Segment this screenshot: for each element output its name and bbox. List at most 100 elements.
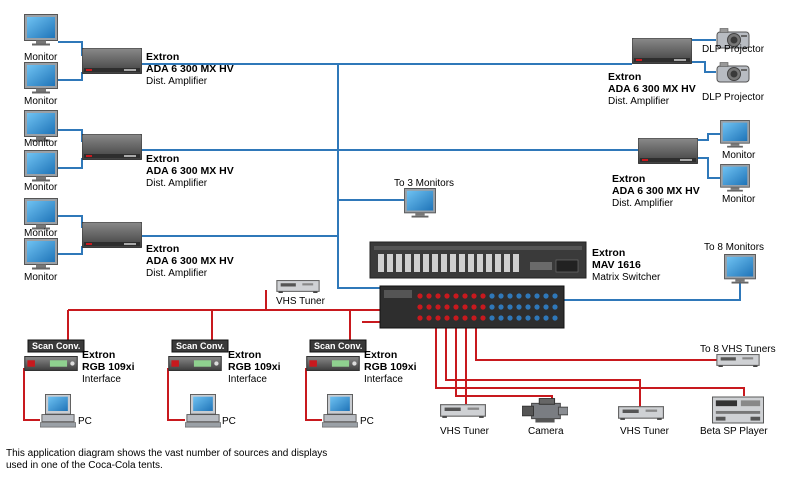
bnc-connector — [516, 293, 522, 299]
ada-model: ADA 6 300 MX HV — [146, 63, 234, 75]
ada-type: Dist. Amplifier — [612, 198, 674, 209]
scan-conv-label: Scan Conv. — [176, 341, 224, 351]
left-amp-group-2: Monitor Monitor Extron ADA 6 300 MX HV D… — [24, 110, 234, 193]
matrix-button — [387, 254, 393, 272]
camera-label: Camera — [528, 426, 564, 437]
vhs-tuner-label: VHS Tuner — [620, 426, 670, 437]
ada-brand: Extron — [146, 243, 179, 255]
monitor-icon — [24, 238, 58, 270]
rgb-interface-icon — [24, 356, 78, 371]
matrix-button — [450, 254, 456, 272]
bnc-connector — [507, 304, 513, 310]
monitor-icon — [720, 120, 750, 148]
monitor-label: Monitor — [24, 228, 58, 239]
bnc-connector — [480, 315, 486, 321]
pc-icon — [40, 394, 76, 428]
interface-group-3: Scan Conv. Extron RGB 109xi Interface PC — [306, 339, 417, 428]
bnc-connector — [462, 304, 468, 310]
left-amp-group-1: Monitor Monitor Extron ADA 6 300 MX HV D… — [24, 14, 234, 107]
matrix-button — [432, 254, 438, 272]
caption-line-2: used in one of the Coca-Cola tents. — [6, 460, 163, 471]
bnc-connector — [453, 304, 459, 310]
pc-label: PC — [78, 416, 92, 427]
bnc-connector — [489, 304, 495, 310]
bnc-connector — [480, 304, 486, 310]
bnc-connector — [453, 315, 459, 321]
dlp-projector-label: DLP Projector — [702, 44, 765, 55]
bnc-connector — [516, 304, 522, 310]
caption: This application diagram shows the vast … — [6, 448, 366, 472]
caption-line-1: This application diagram shows the vast … — [6, 448, 328, 459]
bnc-connector — [462, 293, 468, 299]
bnc-connector — [507, 315, 513, 321]
distribution-amplifier-icon — [638, 138, 698, 164]
vhs-tuner-label: VHS Tuner — [276, 296, 326, 307]
rgb-model: RGB 109xi — [228, 361, 281, 373]
vhs-tuner-icon — [716, 354, 760, 367]
ada-type: Dist. Amplifier — [146, 268, 208, 279]
interface-group-2: Scan Conv. Extron RGB 109xi Interface PC — [168, 339, 281, 428]
interface-group-1: Scan Conv. Extron RGB 109xi Interface PC — [24, 339, 135, 428]
ada-type: Dist. Amplifier — [146, 76, 208, 87]
pc-label: PC — [360, 416, 374, 427]
bnc-connector — [498, 304, 504, 310]
pc-label: PC — [222, 416, 236, 427]
rgb-interface-icon — [168, 356, 222, 371]
right-amp-group-monitors: Monitor Monitor Extron ADA 6 300 MX HV D… — [612, 120, 756, 209]
monitor-icon — [404, 188, 436, 218]
bnc-connector — [552, 293, 558, 299]
monitor-icon — [24, 150, 58, 182]
scan-conv-label: Scan Conv. — [32, 341, 80, 351]
bnc-connector — [489, 293, 495, 299]
bnc-connector — [534, 293, 540, 299]
pc-icon — [185, 394, 221, 428]
bnc-connector — [417, 315, 423, 321]
monitor-label: Monitor — [24, 52, 58, 63]
matrix-button — [477, 254, 483, 272]
monitor-label: Monitor — [722, 194, 756, 205]
ada-model: ADA 6 300 MX HV — [612, 185, 700, 197]
blue-cables — [58, 39, 741, 301]
matrix-connector-grid — [417, 293, 558, 321]
mav-model: MAV 1616 — [592, 259, 641, 271]
rgb-type: Interface — [228, 374, 267, 385]
bnc-connector — [498, 293, 504, 299]
bnc-connector — [417, 304, 423, 310]
mav-brand: Extron — [592, 247, 625, 259]
monitor-label: Monitor — [722, 150, 756, 161]
to-3-monitors-group: To 3 Monitors — [394, 178, 454, 218]
vhs-tuner-label: VHS Tuner — [440, 426, 490, 437]
bnc-connector — [426, 293, 432, 299]
rgb-model: RGB 109xi — [364, 361, 417, 373]
bnc-connector — [480, 293, 486, 299]
beta-sp-player-label: Beta SP Player — [700, 426, 768, 437]
distribution-amplifier-icon — [82, 48, 142, 74]
vhs-tuner-icon — [276, 280, 320, 293]
pc-icon — [322, 394, 358, 428]
to-8-vhs-tuners-label: To 8 VHS Tuners — [700, 344, 776, 355]
rgb-type: Interface — [364, 374, 403, 385]
bnc-connector — [471, 315, 477, 321]
dlp-projector-label: DLP Projector — [702, 92, 765, 103]
bnc-connector — [525, 315, 531, 321]
distribution-amplifier-icon — [632, 38, 692, 64]
rgb-brand: Extron — [228, 349, 261, 361]
bnc-connector — [489, 315, 495, 321]
monitor-icon — [24, 62, 58, 94]
rgb-type: Interface — [82, 374, 121, 385]
ada-model: ADA 6 300 MX HV — [146, 165, 234, 177]
bnc-connector — [426, 315, 432, 321]
distribution-amplifier-icon — [82, 134, 142, 160]
matrix-button — [378, 254, 384, 272]
bnc-connector — [426, 304, 432, 310]
monitor-label: Monitor — [24, 272, 58, 283]
ada-type: Dist. Amplifier — [146, 178, 208, 189]
distribution-amplifier-icon — [82, 222, 142, 248]
matrix-switcher-rear — [379, 285, 565, 329]
monitor-label: Monitor — [24, 138, 58, 149]
ada-type: Dist. Amplifier — [608, 96, 670, 107]
bnc-connector — [453, 293, 459, 299]
rgb-interface-icon — [306, 356, 360, 371]
